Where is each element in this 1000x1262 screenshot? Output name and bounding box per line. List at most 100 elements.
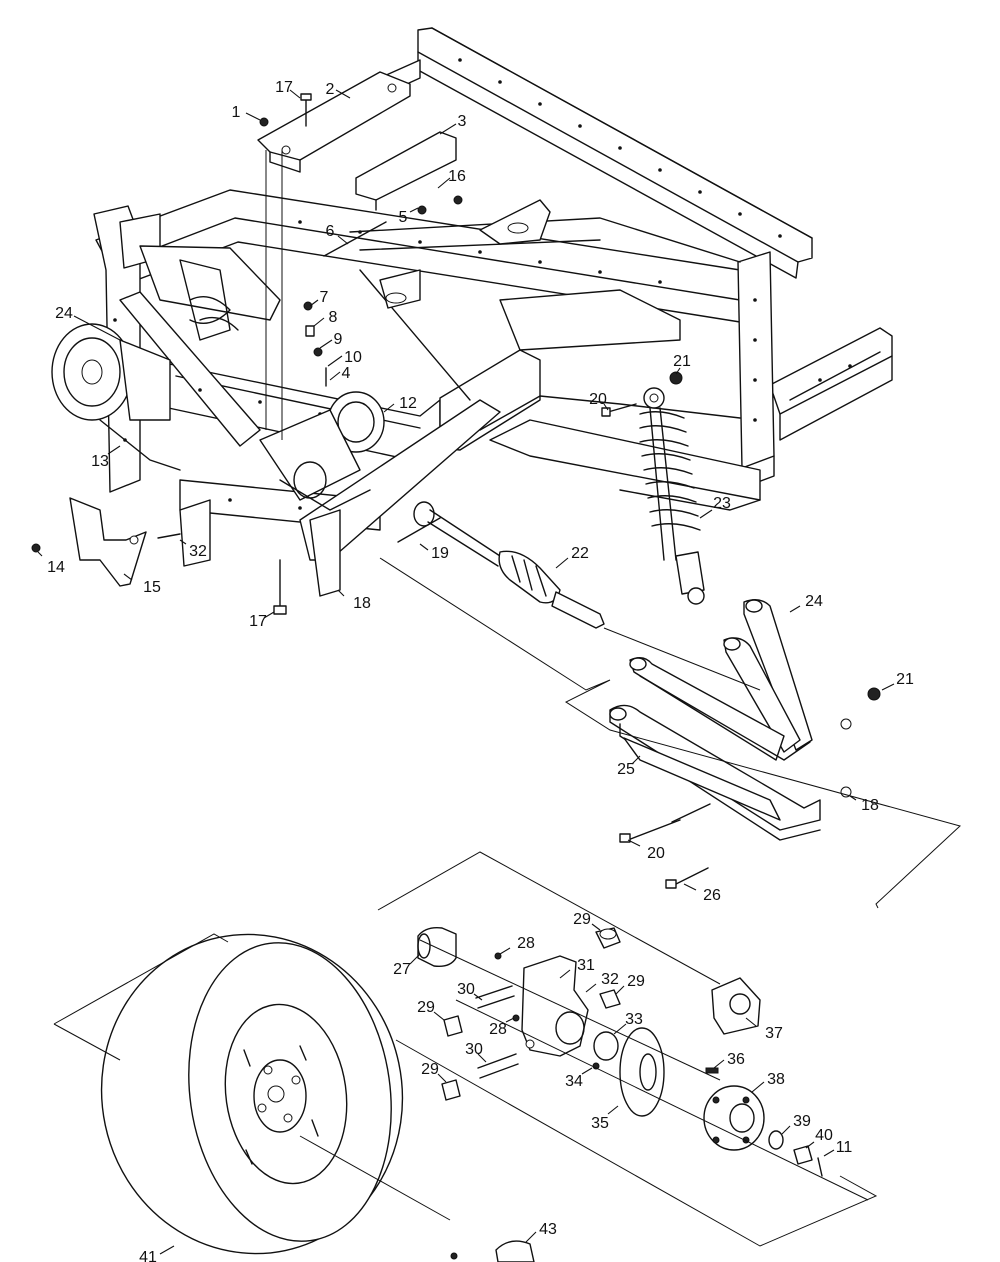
- svg-text:6: 6: [326, 223, 335, 240]
- brake-bracket: [31, 497, 287, 615]
- svg-text:13: 13: [91, 453, 109, 470]
- callout-6: 6: [326, 223, 349, 245]
- svg-text:21: 21: [896, 671, 914, 688]
- svg-text:30: 30: [457, 981, 475, 998]
- tire-wheel: [100, 933, 535, 1262]
- callout-18b: 18: [849, 795, 879, 814]
- svg-text:34: 34: [565, 1073, 583, 1090]
- svg-text:24: 24: [55, 305, 73, 322]
- shock-absorber: [601, 371, 705, 605]
- svg-text:29: 29: [417, 999, 435, 1016]
- callout-18a: 18: [337, 589, 371, 612]
- callout-38: 38: [751, 1071, 785, 1093]
- callout-24b: 24: [789, 593, 823, 613]
- callout-30b: 30: [465, 1041, 487, 1063]
- svg-text:37: 37: [765, 1025, 783, 1042]
- svg-text:21: 21: [673, 353, 691, 370]
- svg-text:22: 22: [571, 545, 589, 562]
- svg-text:27: 27: [393, 961, 411, 978]
- callout-24a: 24: [55, 305, 121, 341]
- svg-text:30: 30: [465, 1041, 483, 1058]
- svg-text:29: 29: [627, 973, 645, 990]
- callout-8: 8: [313, 309, 338, 327]
- svg-text:8: 8: [329, 309, 338, 326]
- svg-text:14: 14: [47, 559, 65, 576]
- callout-16: 16: [437, 168, 466, 189]
- mount-bracket-parts: [257, 71, 463, 440]
- callout-13: 13: [91, 445, 121, 470]
- callout-12: 12: [383, 395, 417, 413]
- svg-text:28: 28: [517, 935, 535, 952]
- callout-36: 36: [713, 1051, 745, 1069]
- svg-text:33: 33: [625, 1011, 643, 1028]
- svg-text:9: 9: [334, 331, 343, 348]
- svg-text:18: 18: [353, 595, 371, 612]
- callout-32a: 32: [179, 539, 207, 560]
- vehicle-frame: [93, 27, 893, 597]
- left-hub-assembly: [51, 259, 239, 471]
- svg-text:38: 38: [767, 1071, 785, 1088]
- callout-11: 11: [823, 1139, 852, 1157]
- callout-15: 15: [123, 573, 161, 596]
- alignment-lines: [53, 557, 961, 1247]
- callout-39: 39: [781, 1113, 811, 1135]
- callout-32b: 32: [585, 971, 619, 993]
- callout-26: 26: [683, 883, 721, 904]
- callout-17b: 17: [249, 611, 275, 630]
- callout-29c: 29: [417, 999, 445, 1021]
- callout-33: 33: [613, 1011, 643, 1035]
- svg-text:41: 41: [139, 1249, 157, 1262]
- rear-differential: [259, 391, 385, 511]
- svg-text:25: 25: [617, 761, 635, 778]
- callout-29b: 29: [615, 973, 645, 995]
- callout-37: 37: [745, 1017, 783, 1042]
- callout-30a: 30: [457, 981, 483, 1001]
- svg-text:32: 32: [601, 971, 619, 988]
- callout-19: 19: [419, 543, 449, 562]
- callout-23: 23: [699, 495, 731, 519]
- svg-text:18: 18: [861, 797, 879, 814]
- svg-text:12: 12: [399, 395, 417, 412]
- svg-text:5: 5: [399, 209, 408, 226]
- callout-labels: 1 2 3 16 17 5 6 7 8 9 10 4 12 24 13 14 1…: [37, 79, 914, 1262]
- svg-text:20: 20: [589, 391, 607, 408]
- callout-35: 35: [591, 1105, 619, 1132]
- svg-text:32: 32: [189, 543, 207, 560]
- svg-text:40: 40: [815, 1127, 833, 1144]
- svg-text:4: 4: [342, 365, 351, 382]
- svg-text:36: 36: [727, 1051, 745, 1068]
- callout-43: 43: [525, 1221, 557, 1243]
- callout-31: 31: [559, 957, 595, 979]
- callout-14: 14: [37, 551, 65, 576]
- svg-text:17: 17: [275, 79, 293, 96]
- svg-text:19: 19: [431, 545, 449, 562]
- svg-text:16: 16: [448, 168, 466, 185]
- callout-17a: 17: [275, 79, 301, 99]
- svg-text:31: 31: [577, 957, 595, 974]
- svg-text:28: 28: [489, 1021, 507, 1038]
- callout-28a: 28: [499, 935, 535, 955]
- svg-text:1: 1: [232, 104, 241, 121]
- callout-28b: 28: [489, 1017, 515, 1038]
- svg-text:26: 26: [703, 887, 721, 904]
- svg-text:23: 23: [713, 495, 731, 512]
- svg-text:20: 20: [647, 845, 665, 862]
- svg-text:15: 15: [143, 579, 161, 596]
- svg-text:29: 29: [421, 1061, 439, 1078]
- callout-27: 27: [393, 953, 421, 978]
- control-arms: [609, 599, 881, 889]
- svg-text:35: 35: [591, 1115, 609, 1132]
- callout-20b: 20: [627, 839, 665, 862]
- svg-text:7: 7: [320, 289, 329, 306]
- callout-34: 34: [565, 1067, 593, 1090]
- svg-text:10: 10: [344, 349, 362, 366]
- svg-text:3: 3: [458, 113, 467, 130]
- drive-axle: [397, 501, 605, 629]
- callout-21a: 21: [673, 353, 691, 375]
- svg-text:2: 2: [326, 81, 335, 98]
- callout-20a: 20: [589, 391, 609, 411]
- svg-text:24: 24: [805, 593, 823, 610]
- svg-text:29: 29: [573, 911, 591, 928]
- svg-text:39: 39: [793, 1113, 811, 1130]
- callout-4: 4: [329, 365, 351, 382]
